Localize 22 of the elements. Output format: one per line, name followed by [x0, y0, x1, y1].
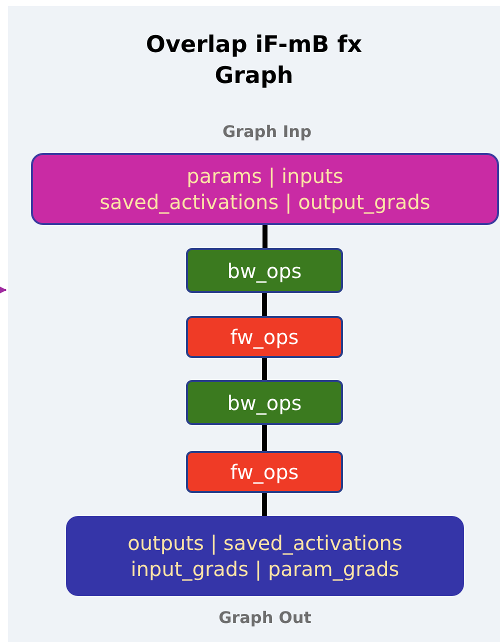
- box-label: fw_ops: [230, 459, 299, 485]
- box-text: input_grads | param_grads: [130, 556, 400, 582]
- connector-line: [262, 358, 267, 380]
- forward-ops-box: [186, 316, 343, 358]
- panel-title: Overlap iF-mB fx Graph: [144, 31, 364, 91]
- box-text: outputs | saved_activations: [128, 530, 402, 556]
- box-label: fw_ops: [230, 324, 299, 350]
- forward-ops-box: [186, 451, 343, 493]
- connector-line: [262, 225, 268, 248]
- backward-ops-box: [186, 380, 343, 425]
- backward-ops-box: [186, 248, 343, 293]
- node-caption: Graph Out: [218, 608, 312, 627]
- connector-line: [262, 293, 267, 316]
- node-caption: Graph Inp: [222, 122, 312, 141]
- arrow: [0, 286, 7, 294]
- box-label: bw_ops: [227, 390, 302, 416]
- box-text: saved_activations | output_grads: [100, 189, 430, 215]
- box-label: bw_ops: [227, 258, 302, 284]
- connector-line: [262, 425, 267, 451]
- connector-line: [262, 493, 267, 516]
- diagram-panel: [8, 6, 500, 642]
- box-text: params | inputs: [186, 163, 344, 189]
